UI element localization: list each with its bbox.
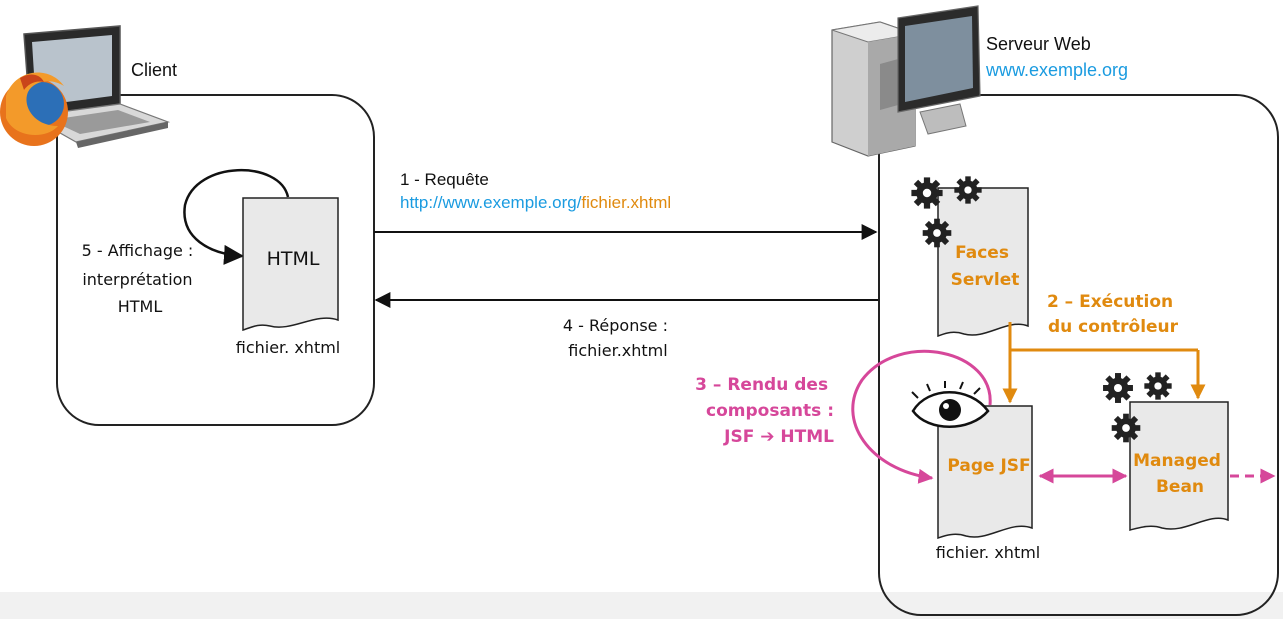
managed-bean-label-line-1: Managed xyxy=(1133,451,1221,471)
request-url-file: fichier.xhtml xyxy=(581,193,671,212)
rendering-label-line-2: composants : xyxy=(706,401,834,421)
page-jsf-document xyxy=(937,405,1033,540)
response-label: 4 - Réponse : fichier.xhtml xyxy=(563,316,673,360)
rendering-from-label: JSF xyxy=(723,427,754,447)
client-label: Client xyxy=(131,60,177,80)
client-loop-arrow xyxy=(183,168,290,265)
display-label-line-2: interprétation xyxy=(82,270,192,289)
firefox-icon xyxy=(0,72,68,146)
request-url: http://www.exemple.org/fichier.xhtml xyxy=(400,193,671,212)
server-box xyxy=(878,94,1279,616)
execution-label-line-2: du contrôleur xyxy=(1048,317,1179,337)
display-label: 5 - Affichage : interprétation HTML xyxy=(82,241,199,316)
rendering-loop-arrow xyxy=(851,349,992,484)
execution-label: 2 – Exécution du contrôleur xyxy=(1047,292,1179,337)
rendering-label-line-3: JSF ➔ HTML xyxy=(723,427,834,447)
client-box xyxy=(56,94,375,426)
managed-bean-label: Managed Bean xyxy=(1133,451,1227,497)
client-file-label: fichier. xhtml xyxy=(236,338,341,357)
faces-servlet-label-line-1: Faces xyxy=(955,243,1009,263)
rendering-label: 3 – Rendu des composants : xyxy=(695,375,834,421)
page-jsf-label: Page JSF xyxy=(947,456,1030,476)
faces-servlet-document xyxy=(937,187,1029,338)
server-label: Serveur Web xyxy=(986,34,1091,54)
response-label-line-1: 4 - Réponse : xyxy=(563,316,668,335)
rendering-label-line-1: 3 – Rendu des xyxy=(695,375,828,395)
rendering-to-label: HTML xyxy=(780,427,834,447)
request-label: 1 - Requête xyxy=(400,170,489,189)
display-label-line-1: 5 - Affichage : xyxy=(82,241,194,260)
eye-icon xyxy=(911,381,990,428)
execution-label-line-1: 2 – Exécution xyxy=(1047,292,1173,312)
faces-servlet-label: Faces Servlet xyxy=(951,243,1020,290)
response-label-line-2: fichier.xhtml xyxy=(568,341,667,360)
html-document xyxy=(242,197,339,331)
html-doc-label: HTML xyxy=(267,248,320,270)
managed-bean-label-line-2: Bean xyxy=(1156,477,1204,497)
server-url: www.exemple.org xyxy=(985,60,1128,80)
server-file-label: fichier. xhtml xyxy=(936,543,1041,562)
faces-servlet-label-line-2: Servlet xyxy=(951,270,1020,290)
managed-bean-document xyxy=(1129,401,1229,531)
rendering-arrow-glyph: ➔ xyxy=(760,427,774,447)
display-label-line-3: HTML xyxy=(118,297,163,316)
monitor-icon xyxy=(897,5,981,135)
request-url-host: http://www.exemple.org/ xyxy=(400,193,582,212)
